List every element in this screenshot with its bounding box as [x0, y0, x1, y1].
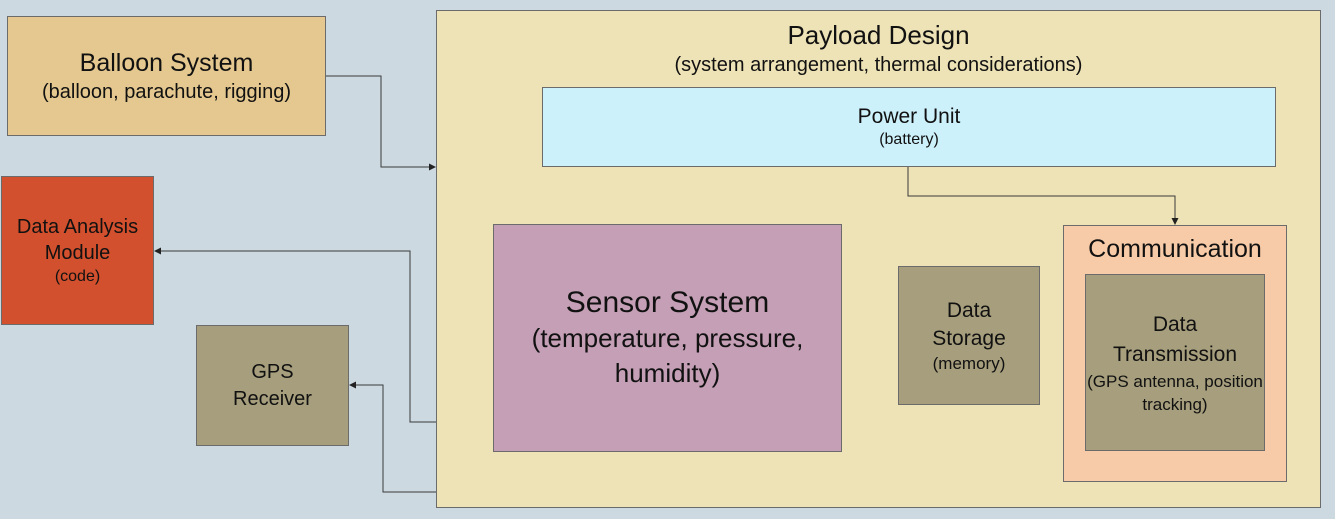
- edge-balloon-to-payload: [326, 75, 436, 171]
- gps-receiver-title-line2: Receiver: [233, 387, 312, 410]
- data-analysis-title-line1: Data Analysis: [16, 215, 139, 238]
- data-analysis-module-node: Data Analysis Module (code): [1, 176, 154, 325]
- data-storage-title-line1: Data: [946, 298, 992, 322]
- balloon-system-node: Balloon System (balloon, parachute, rigg…: [7, 16, 326, 136]
- data-transmission-title-line1: Data: [1152, 312, 1198, 336]
- power-unit-subtitle: (battery): [879, 131, 939, 148]
- sensor-system-subtitle: (temperature, pressure, humidity): [531, 323, 804, 388]
- data-storage-title-line2: Storage: [932, 326, 1006, 350]
- payload-design-title: Payload Design: [787, 20, 970, 50]
- data-transmission-node: Data Transmission (GPS antenna, position…: [1085, 274, 1265, 451]
- payload-design-subtitle: (system arrangement, thermal considerati…: [674, 54, 1083, 76]
- edge-balloon-to-payload-arrowhead: [429, 163, 436, 171]
- data-transmission-subtitle: (GPS antenna, position tracking): [1087, 371, 1263, 414]
- power-unit-title: Power Unit: [857, 105, 961, 128]
- data-analysis-title-line2: Module: [44, 241, 111, 264]
- edge-payload-to-gps: [349, 381, 436, 493]
- gps-receiver-title-line1: GPS: [251, 360, 294, 383]
- data-storage-node: Data Storage (memory): [898, 266, 1040, 405]
- sensor-system-title: Sensor System: [565, 286, 770, 319]
- data-analysis-subtitle: (code): [54, 267, 101, 285]
- power-unit-node: Power Unit (battery): [542, 87, 1276, 167]
- balloon-system-title: Balloon System: [79, 49, 254, 77]
- data-storage-subtitle: (memory): [932, 353, 1006, 373]
- edge-payload-to-gps-arrowhead: [349, 381, 356, 389]
- communication-title: Communication: [1088, 235, 1262, 263]
- edge-balloon-to-payload-line: [326, 75, 430, 168]
- edge-payload-to-gps-line: [355, 384, 436, 493]
- sensor-system-node: Sensor System (temperature, pressure, hu…: [493, 224, 842, 452]
- edge-payload-to-analysis-arrowhead: [154, 247, 161, 255]
- balloon-system-subtitle: (balloon, parachute, rigging): [41, 81, 292, 103]
- data-transmission-title-line2: Transmission: [1112, 342, 1238, 366]
- gps-receiver-node: GPS Receiver: [196, 325, 349, 446]
